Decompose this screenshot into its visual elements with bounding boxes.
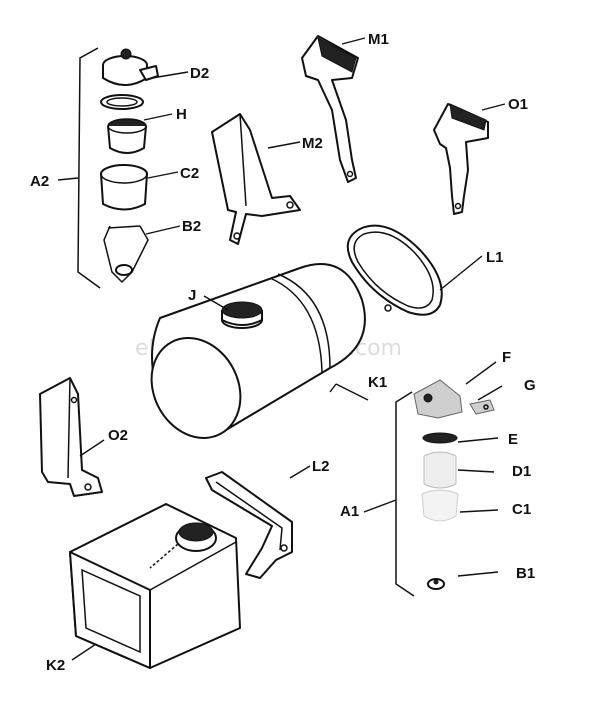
leader-lines	[57, 37, 506, 661]
part-o2-bracket	[39, 377, 103, 497]
part-e-gasket	[422, 432, 458, 444]
label-a1: A1	[340, 503, 359, 520]
label-b2: B2	[182, 218, 201, 235]
part-k2-tank	[69, 503, 241, 669]
label-k2: K2	[46, 657, 65, 674]
part-c1-bowl	[421, 489, 459, 522]
part-m2-bracket	[211, 113, 301, 245]
part-b1-bail	[427, 578, 445, 590]
part-labels: M1 D2 H M2 O1 A2 C2 B2 L1 J F G K1 E O2 …	[30, 31, 536, 674]
label-o1: O1	[508, 96, 528, 113]
part-c2-bowl	[100, 164, 148, 211]
part-l1-strap	[346, 224, 443, 316]
part-d2-valve-head	[102, 48, 159, 86]
label-h: H	[176, 106, 187, 123]
assembly-a2-bracket	[77, 47, 101, 289]
label-d1: D1	[512, 463, 531, 480]
part-b2-bail	[103, 225, 149, 284]
label-g: G	[524, 377, 536, 394]
label-k1: K1	[368, 374, 387, 391]
label-o2: O2	[108, 427, 128, 444]
label-l2: L2	[312, 458, 330, 475]
part-d1-filter	[423, 451, 457, 489]
part-l2-strap	[205, 471, 293, 579]
label-c2: C2	[180, 165, 199, 182]
label-f: F	[502, 349, 511, 366]
part-m1-bracket	[301, 35, 359, 183]
part-o1-bracket	[433, 103, 489, 215]
part-f-valve-body	[413, 379, 463, 419]
part-g-fitting	[469, 399, 495, 415]
part-k1-tank	[150, 263, 366, 439]
part-gasket-ring	[100, 94, 144, 110]
label-l1: L1	[486, 249, 504, 266]
label-e: E	[508, 431, 518, 448]
assembly-a1-bracket	[395, 391, 415, 597]
label-c1: C1	[512, 501, 531, 518]
label-m2: M2	[302, 135, 323, 152]
label-d2: D2	[190, 65, 209, 82]
label-m1: M1	[368, 31, 389, 48]
label-j: J	[188, 287, 196, 304]
part-j-fill-cap	[221, 301, 263, 329]
label-a2: A2	[30, 173, 49, 190]
part-h-filter	[107, 118, 147, 154]
label-b1: B1	[516, 565, 535, 582]
